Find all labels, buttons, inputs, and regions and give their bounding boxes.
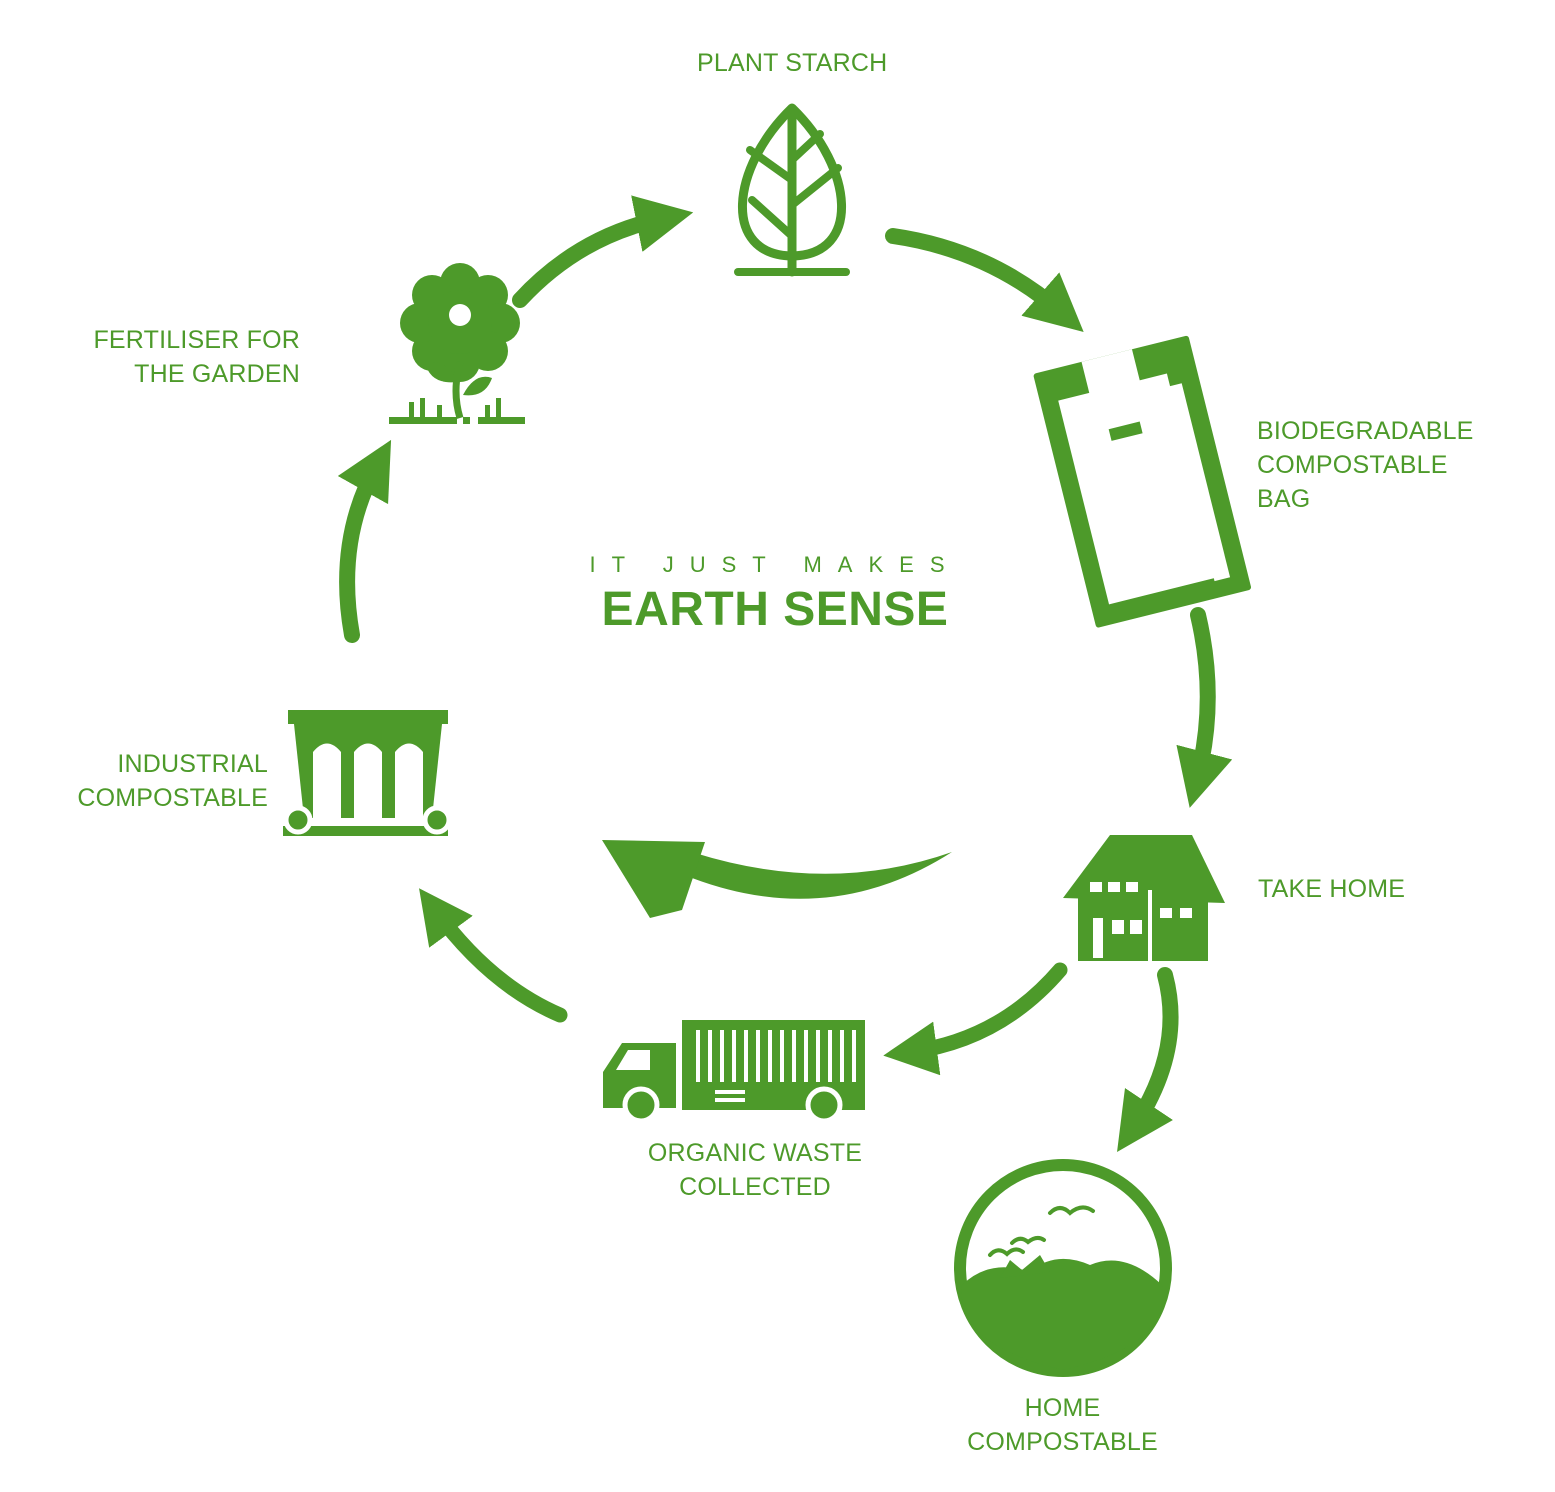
arrow-industrial-to-fertiliser [337,439,392,643]
house-icon [1063,835,1225,961]
shopping-bag-icon [1033,335,1252,628]
arrow-home-to-truck [883,962,1068,1076]
waste-bin-icon [283,710,452,836]
truck-icon [603,1020,865,1124]
compost-heap-icon [954,1159,1172,1377]
cycle-arrows [337,195,1233,1152]
arrow-plant-to-bag [885,228,1084,332]
center-return-arrow [602,840,952,918]
arrow-bag-to-home [1176,607,1233,808]
center-headline: EARTH SENSE [601,583,949,636]
label-take-home: TAKE HOME [1258,875,1406,903]
center-tagline: IT JUST MAKES [589,552,961,577]
label-biodegradable-bag: BIODEGRADABLE COMPOSTABLE BAG [1257,417,1474,513]
label-organic-waste: ORGANIC WASTE COLLECTED [647,1139,863,1201]
label-home-compostable: HOME COMPOSTABLE [967,1394,1158,1456]
arrow-home-to-compost [1117,967,1179,1152]
label-fertiliser: FERTILISER FOR THE GARDEN [93,326,300,388]
label-industrial-compostable: INDUSTRIAL COMPOSTABLE [77,750,268,812]
arrow-truck-to-industrial [419,888,568,1023]
arrow-fertiliser-to-plant [512,195,694,308]
label-plant-starch: PLANT STARCH [697,49,888,77]
leaf-icon [734,103,850,277]
flower-icon [389,263,525,424]
